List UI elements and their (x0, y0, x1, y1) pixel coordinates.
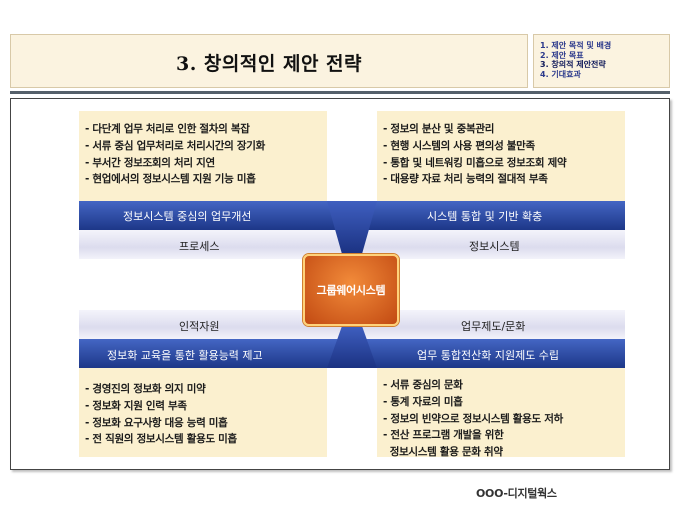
header-divider (10, 91, 670, 94)
culture-issue-4-cont: 정보시스템 활용 문화 취약 (383, 446, 503, 459)
band-label-education: 정보화 교육을 통한 활용능력 제고 (107, 349, 263, 362)
system-issue-1: - 정보의 분산 및 중복관리 (383, 123, 495, 135)
system-issue-2: - 현행 시스템의 사용 편의성 불만족 (383, 139, 535, 152)
process-issue-4: - 현업에서의 정보시스템 지원 기능 미흡 (85, 173, 256, 186)
people-issue-1: - 경영진의 정보화 의지 미약 (85, 383, 206, 395)
section-nav: 1. 제안 목적 및 배경 2. 제안 목표 3. 창의적 제안전략 4. 기대… (533, 34, 670, 88)
people-issues-box: - 경영진의 정보화 의지 미약 - 정보화 지원 인력 부족 - 정보화 요구… (79, 367, 327, 457)
label-human-resources: 인적자원 (179, 320, 220, 333)
x-connector-graphic (327, 201, 377, 368)
people-issue-4: - 전 직원의 정보시스템 활용도 미흡 (85, 433, 237, 446)
nav-item-goal[interactable]: 2. 제안 목표 (540, 50, 584, 60)
culture-issue-2: - 통계 자료의 미흡 (383, 395, 463, 408)
process-issue-1: - 다단계 업무 처리로 인한 절차의 복잡 (85, 123, 250, 135)
label-info-system: 정보시스템 (469, 240, 520, 253)
page-title: 3. 창의적인 제안 전략 (175, 53, 363, 75)
label-culture: 업무제도/문화 (461, 320, 526, 333)
culture-issue-1: - 서류 중심의 문화 (383, 379, 463, 391)
culture-issue-4: - 전산 프로그램 개발을 위한 (383, 429, 504, 442)
process-issue-2: - 서류 중심 업무처리로 처리시간의 장기화 (85, 139, 265, 152)
nav-item-strategy[interactable]: 3. 창의적 제안전략 (540, 60, 606, 69)
band-label-process-improvement: 정보시스템 중심의 업무개선 (123, 210, 252, 223)
system-issue-3: - 통합 및 네트워킹 미흡으로 정보조회 제약 (383, 156, 567, 169)
band-label-support-policy: 업무 통합전산화 지원제도 수립 (417, 349, 560, 362)
people-issue-2: - 정보화 지원 인력 부족 (85, 399, 187, 412)
title-box: 3. 창의적인 제안 전략 (10, 34, 528, 88)
x-arm-top (327, 201, 377, 254)
band-label-system-integration: 시스템 통합 및 기반 확충 (427, 210, 543, 223)
strategy-diagram: - 다단계 업무 처리로 인한 절차의 복잡 - 서류 중심 업무처리로 처리시… (10, 98, 670, 470)
groupware-system-core: 그룹웨어시스템 (303, 254, 399, 326)
label-process: 프로세스 (179, 240, 220, 253)
nav-item-purpose[interactable]: 1. 제안 목적 및 배경 (540, 41, 612, 50)
culture-issues-box: - 서류 중심의 문화 - 통계 자료의 미흡 - 정보의 빈약으로 정보시스템… (377, 367, 625, 458)
process-issue-3: - 부서간 정보조회의 처리 지연 (85, 156, 215, 169)
culture-issue-3: - 정보의 빈약으로 정보시스템 활용도 저하 (383, 412, 563, 425)
people-issue-3: - 정보화 요구사항 대응 능력 미흡 (85, 416, 228, 429)
system-issue-4: - 대용량 자료 처리 능력의 절대적 부족 (383, 173, 548, 186)
x-arm-bottom (327, 326, 377, 368)
system-issues-box: - 정보의 분산 및 중복관리 - 현행 시스템의 사용 편의성 불만족 - 통… (377, 111, 625, 201)
process-issues-box: - 다단계 업무 처리로 인한 절차의 복잡 - 서류 중심 업무처리로 처리시… (79, 111, 327, 201)
nav-item-effect[interactable]: 4. 기대효과 (540, 69, 581, 79)
company-footer: OOO-디지털웍스 (476, 487, 557, 500)
